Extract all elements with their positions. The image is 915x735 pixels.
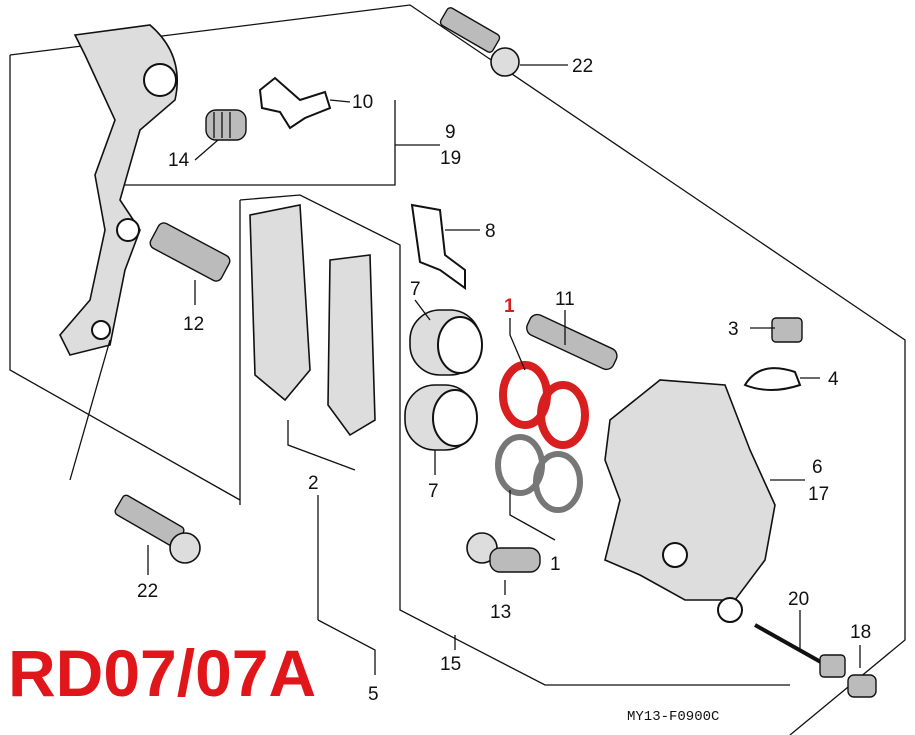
- callout-22-upper: 22: [572, 56, 593, 77]
- callout-22-lower: 22: [137, 581, 158, 602]
- callout-1-highlighted: 1: [504, 296, 515, 317]
- callout-1: 1: [550, 554, 561, 575]
- model-label: RD07/07A: [8, 636, 316, 710]
- drawing-code: MY13-F0900C: [627, 709, 719, 725]
- pin-bolt-13: [466, 532, 541, 573]
- brake-pads-2: [249, 204, 376, 437]
- callout-4: 4: [828, 369, 839, 390]
- callout-7-upper: 7: [410, 279, 421, 300]
- bolt-22-upper: [439, 7, 520, 77]
- callout-17: 17: [808, 484, 829, 505]
- pad-spring-8: [410, 203, 466, 290]
- callout-19: 19: [440, 148, 461, 169]
- bleeder-screw-3: [771, 317, 803, 343]
- pin-11: [526, 313, 618, 371]
- pin-bolt-14: [205, 109, 247, 141]
- callout-3: 3: [728, 319, 739, 340]
- pad-spring-10: [258, 76, 332, 130]
- callout-18: 18: [850, 622, 871, 643]
- bleeder-cap-4: [743, 367, 802, 391]
- callout-10: 10: [352, 92, 373, 113]
- assembly-border: [9, 4, 906, 735]
- callout-8: 8: [485, 221, 496, 242]
- callout-15: 15: [440, 654, 461, 675]
- seals-highlighted: [499, 361, 589, 449]
- callout-20: 20: [788, 589, 809, 610]
- callout-6: 6: [812, 457, 823, 478]
- pin-12: [149, 222, 231, 282]
- piston-7-upper: [409, 309, 483, 376]
- pin-20: [754, 623, 846, 678]
- callout-12: 12: [183, 314, 204, 335]
- callout-9: 9: [445, 122, 456, 143]
- cap-18: [847, 674, 877, 698]
- caliper-body-6: [604, 379, 776, 623]
- callout-14: 14: [168, 150, 190, 171]
- callout-5: 5: [368, 684, 379, 705]
- leader-lines: [69, 64, 861, 675]
- callout-11: 11: [555, 289, 575, 310]
- caliper-bracket: [59, 24, 178, 356]
- callout-7-lower: 7: [428, 481, 439, 502]
- piston-7-lower: [404, 384, 478, 451]
- callout-13: 13: [490, 602, 511, 623]
- seals-dust: [495, 434, 583, 513]
- bolt-22-lower: [114, 494, 201, 564]
- callout-2: 2: [308, 473, 319, 494]
